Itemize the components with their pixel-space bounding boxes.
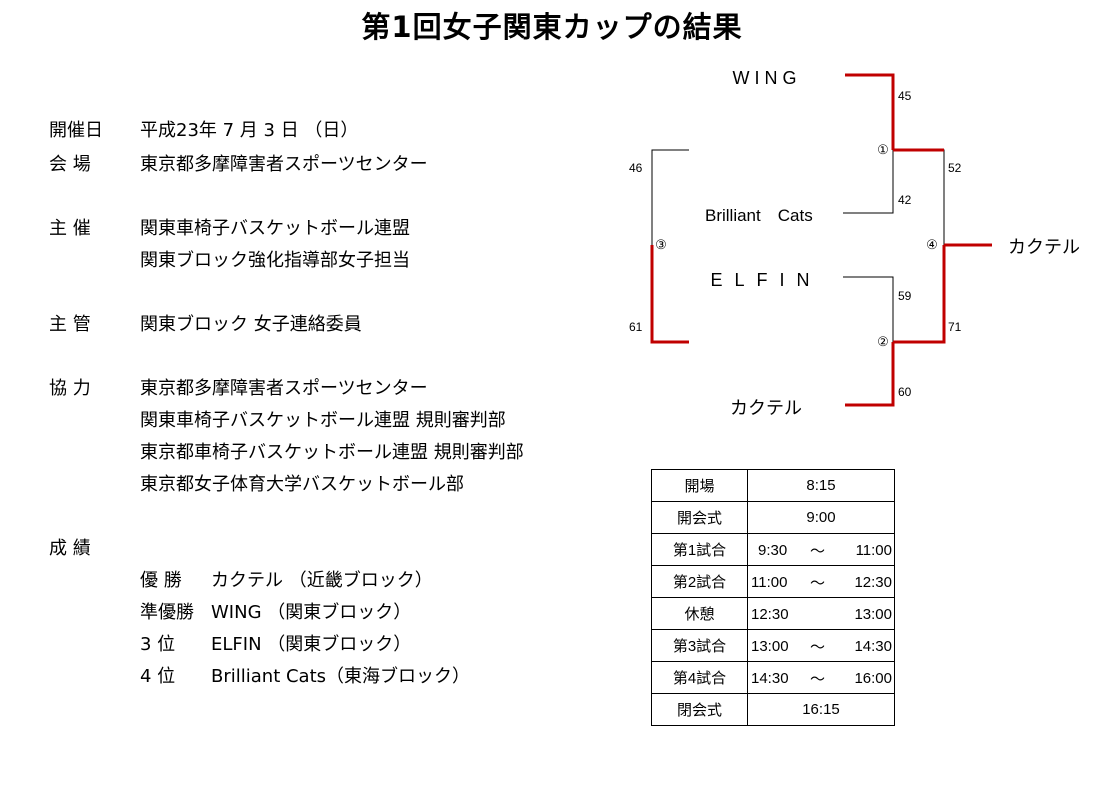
host-label: 主 催: [49, 218, 91, 239]
schedule-label: 第1試合: [651, 533, 748, 566]
schedule-row: 休憩 12:30 13:00: [651, 597, 895, 630]
start-time: 11:00: [751, 574, 788, 591]
venue-label: 会 場: [49, 154, 91, 175]
score-g3-bottom: 61: [629, 320, 643, 334]
schedule-row: 第4試合 14:30 ～ 16:00: [651, 661, 895, 694]
page-title: 第1回女子関東カップの結果: [361, 10, 743, 44]
bracket-line-g3-top: [651, 149, 689, 245]
end-time: 14:30: [854, 638, 892, 655]
schedule-time: 8:15: [747, 469, 895, 502]
schedule-time: 16:15: [747, 693, 895, 726]
schedule-label: 開会式: [651, 501, 748, 534]
coop-value: 東京都車椅子バスケットボール連盟 規則審判部: [140, 442, 524, 463]
team-brilliant-cats: Brilliant Cats: [705, 206, 813, 225]
schedule-label: 開場: [651, 469, 748, 502]
date-label: 開催日: [49, 120, 103, 141]
score-g1-cats: 42: [898, 193, 912, 207]
range-separator: ～: [810, 671, 826, 688]
bracket-line-g1-cats: [843, 150, 894, 214]
coop-value: 東京都女子体育大学バスケットボール部: [140, 474, 464, 495]
schedule-time-range: 14:30 ～ 16:00: [747, 661, 895, 694]
result-team: カクテル （近畿ブロック）: [211, 570, 433, 591]
schedule-table: 開場 8:15 開会式 9:00 第1試合 9:30 ～ 11:00 第2試合 …: [651, 469, 895, 726]
manage-label: 主 管: [49, 314, 91, 335]
results-label: 成 績: [49, 538, 91, 559]
venue-value: 東京都多摩障害者スポーツセンター: [140, 154, 428, 175]
result-team: WING （関東ブロック）: [211, 602, 412, 623]
schedule-row: 閉会式 16:15: [651, 693, 895, 726]
schedule-row: 開場 8:15: [651, 469, 895, 502]
game-marker-1: ①: [877, 142, 889, 157]
schedule-label: 閉会式: [651, 693, 748, 726]
range-separator: ～: [810, 575, 826, 592]
bracket-line-g2-elfin: [843, 276, 894, 342]
score-g3-top: 46: [629, 161, 643, 175]
result-place: 優 勝: [140, 570, 182, 591]
bracket-line-g1-wing: [845, 73, 895, 150]
coop-value: 東京都多摩障害者スポーツセンター: [140, 378, 428, 399]
schedule-row: 開会式 9:00: [651, 501, 895, 534]
game-marker-4: ④: [926, 237, 938, 252]
range-separator: ～: [810, 639, 826, 656]
result-place: 準優勝: [140, 602, 194, 623]
start-time: 9:30: [758, 542, 788, 559]
team-cocktail: カクテル: [730, 398, 802, 418]
score-g2-cocktail: 60: [898, 385, 912, 399]
team-wing: WING: [733, 68, 802, 88]
schedule-label: 休憩: [651, 597, 748, 630]
coop-label: 協 力: [49, 378, 91, 399]
score-g2-elfin: 59: [898, 289, 912, 303]
schedule-row: 第2試合 11:00 ～ 12:30: [651, 565, 895, 598]
result-place: 3 位: [140, 634, 176, 655]
result-place: 4 位: [140, 666, 176, 687]
schedule-time-range: 13:00 ～ 14:30: [747, 629, 895, 662]
end-time: 12:30: [854, 574, 892, 591]
schedule-label: 第2試合: [651, 565, 748, 598]
end-time: 11:00: [855, 542, 892, 559]
end-time: 13:00: [854, 606, 892, 623]
schedule-label: 第4試合: [651, 661, 748, 694]
range-separator: ～: [810, 543, 826, 560]
bracket-line-g2-winner: [893, 245, 946, 344]
manage-value: 関東ブロック 女子連絡委員: [140, 314, 362, 335]
score-g4-bottom: 71: [948, 320, 962, 334]
start-time: 14:30: [751, 670, 789, 687]
start-time: 12:30: [751, 606, 789, 623]
schedule-time-range: 12:30 13:00: [747, 597, 895, 630]
schedule-time-range: 9:30 ～ 11:00: [747, 533, 895, 566]
schedule-time-range: 11:00 ～ 12:30: [747, 565, 895, 598]
start-time: 13:00: [751, 638, 789, 655]
team-elfin: ELFIN: [710, 270, 821, 290]
bracket-line-g2-cocktail: [845, 342, 895, 407]
end-time: 16:00: [854, 670, 892, 687]
date-value: 平成23年 7 月 3 日 （日）: [140, 120, 359, 141]
schedule-row: 第1試合 9:30 ～ 11:00: [651, 533, 895, 566]
host-value: 関東ブロック強化指導部女子担当: [140, 250, 410, 271]
champion-cocktail: カクテル: [1008, 237, 1080, 257]
coop-value: 関東車椅子バスケットボール連盟 規則審判部: [140, 410, 506, 431]
score-g4-top: 52: [948, 161, 962, 175]
bracket-line-g3-bottom: [650, 245, 689, 344]
game-marker-3: ③: [655, 237, 667, 252]
result-team: ELFIN （関東ブロック）: [211, 634, 412, 655]
result-team: Brilliant Cats（東海ブロック）: [211, 666, 471, 687]
schedule-time: 9:00: [747, 501, 895, 534]
score-g1-wing: 45: [898, 89, 912, 103]
schedule-row: 第3試合 13:00 ～ 14:30: [651, 629, 895, 662]
schedule-label: 第3試合: [651, 629, 748, 662]
game-marker-2: ②: [877, 334, 889, 349]
host-value: 関東車椅子バスケットボール連盟: [140, 218, 410, 239]
